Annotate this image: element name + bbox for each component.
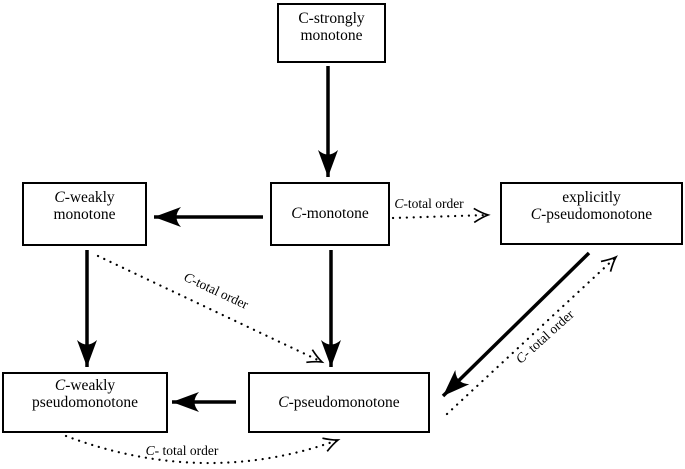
node-label: -monotone [301, 205, 369, 223]
node-c-strongly-monotone: C-strongly monotone [277, 3, 386, 63]
edge-label-text: C [394, 196, 404, 211]
node-c-monotone: C-monotone [270, 182, 390, 246]
node-label: monotone [53, 206, 116, 224]
node-line: pseudomonotone [4, 394, 166, 411]
node-line: C-strongly [279, 10, 384, 27]
node-explicitly-c-pseudomonotone: explicitly C-pseudomonotone [500, 182, 683, 245]
node-line: C-pseudomonotone [502, 206, 681, 223]
edge-label-text: - total order [154, 443, 219, 458]
node-label: C [54, 189, 65, 206]
node-c-weakly-monotone: C-weakly monotone [22, 182, 147, 246]
node-c-weakly-pseudomonotone: C-weakly pseudomonotone [2, 372, 168, 433]
node-label: -weakly [65, 377, 116, 394]
node-line: monotone [24, 206, 145, 223]
arrow-pseudo-to-explicit-dotted [445, 255, 618, 416]
node-label: C [291, 205, 302, 223]
node-label: C [278, 393, 289, 411]
node-label: C [54, 377, 66, 394]
arrow-monotone-to-explicit-dotted [391, 207, 491, 224]
node-line: C-pseudomonotone [278, 394, 399, 411]
node-label: C-strongly [298, 10, 365, 27]
arrow-weakly-monotone-to-pseudo-dotted [96, 254, 325, 364]
node-label: C [530, 206, 542, 224]
node-label: explicitly [562, 189, 621, 206]
node-label: monotone [300, 27, 363, 45]
node-line: explicitly [502, 189, 681, 206]
edge-label-text: -total order [403, 196, 464, 211]
node-line: C-monotone [291, 205, 369, 222]
edge-label-monotone-explicit: C-total order [394, 196, 463, 212]
arrow-weakly-pseudo-to-pseudo-dotted-curve [64, 434, 341, 465]
node-line: monotone [279, 27, 384, 44]
node-c-pseudomonotone: C-pseudomonotone [248, 372, 430, 433]
node-label: -pseudomonotone [288, 393, 400, 411]
node-line: C-weakly [24, 189, 145, 206]
edge-label-weakly-pseudo-pseudo: C- total order [146, 443, 219, 459]
arrow-explicit-to-pseudo [441, 251, 591, 398]
node-label: pseudomonotone [32, 394, 138, 412]
node-line: C-weakly [4, 377, 166, 394]
node-label: -pseudomonotone [541, 206, 653, 224]
node-label: -weakly [64, 189, 115, 206]
edge-label-text: C [145, 443, 155, 458]
